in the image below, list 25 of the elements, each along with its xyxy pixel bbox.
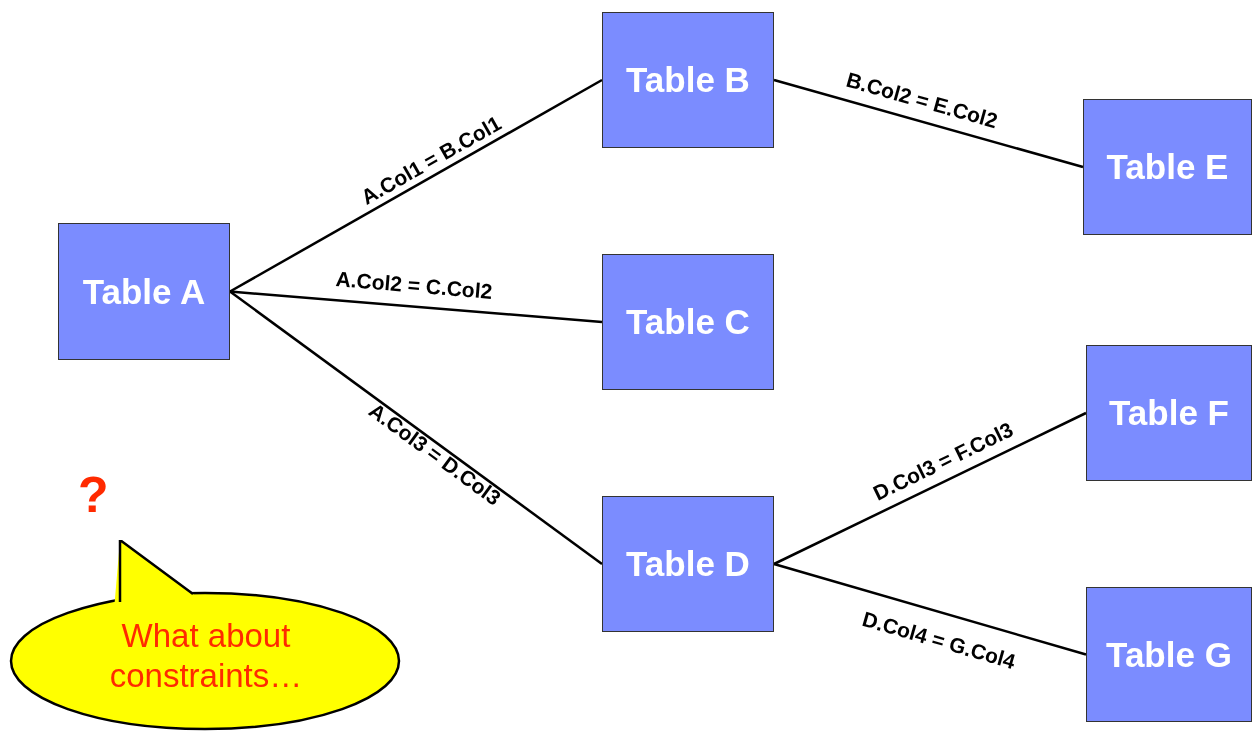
- connector-line: [229, 290, 603, 565]
- connector-line: [773, 411, 1087, 566]
- table-box: [1086, 587, 1252, 722]
- connector-line: [229, 78, 603, 293]
- edge-label: A.Col2 = C.Col2: [335, 267, 494, 302]
- bubble-text: What about constraints…: [108, 616, 304, 696]
- table-name: Table F: [1109, 392, 1229, 434]
- table-box: [602, 12, 774, 148]
- table-name: Table B: [626, 59, 750, 101]
- connector-line: [773, 78, 1084, 169]
- edge-label: B.Col2 = E.Col2: [844, 69, 1000, 132]
- table-name: Table D: [626, 543, 750, 585]
- table-box: [58, 223, 230, 360]
- connector-line: [773, 562, 1087, 656]
- table-name: Table A: [82, 270, 206, 313]
- table-name: Table C: [626, 301, 750, 343]
- table-box: [602, 496, 774, 632]
- connector-line: [229, 290, 603, 324]
- table-box: [1083, 99, 1252, 235]
- table-box: [1086, 345, 1252, 481]
- table-name: Table G: [1106, 633, 1232, 676]
- table-name: Table E: [1106, 146, 1229, 188]
- edge-label: D.Col4 = G.Col4: [860, 607, 1018, 673]
- table-box: [602, 254, 774, 390]
- question-mark: ?: [78, 470, 109, 520]
